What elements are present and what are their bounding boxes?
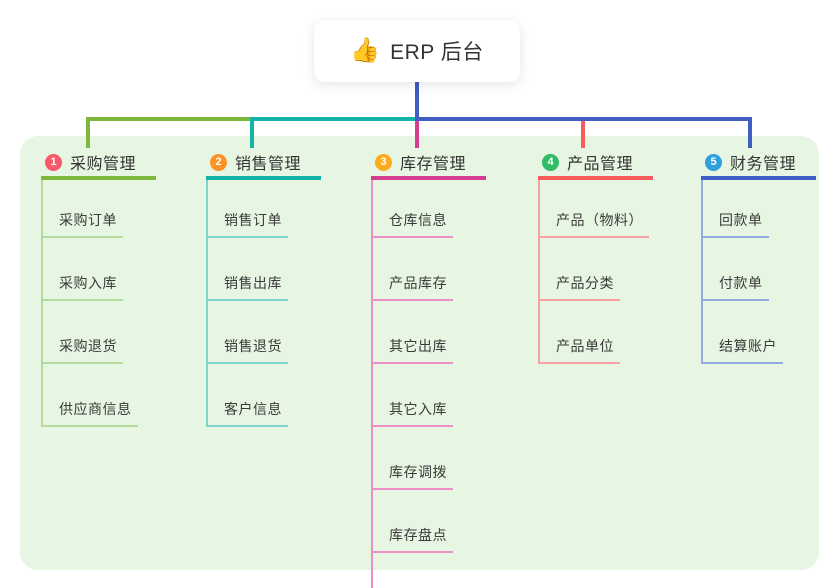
node-purchase-return[interactable]: 采购退货 xyxy=(43,301,123,364)
node-purchase-inbound[interactable]: 采购入库 xyxy=(43,238,123,301)
node-product-material[interactable]: 产品（物料） xyxy=(540,180,649,238)
branch-purchase: 1 采购管理 采购订单 采购入库 采购退货 供应商信息 xyxy=(41,148,157,427)
node-other-outbound[interactable]: 其它出库 xyxy=(373,301,453,364)
node-payment-bill[interactable]: 付款单 xyxy=(703,238,769,301)
branch-purchase-header[interactable]: 1 采购管理 xyxy=(41,148,157,180)
node-receipt-bill[interactable]: 回款单 xyxy=(703,180,769,238)
branch-inventory-items: 仓库信息 产品库存 其它出库 其它入库 库存调拨 库存盘点 出库库明细 xyxy=(371,180,468,588)
node-stock-taking[interactable]: 库存盘点 xyxy=(373,490,453,553)
branch-purchase-label: 采购管理 xyxy=(70,156,137,173)
badge-5: 5 xyxy=(705,153,722,171)
branch-product-label: 产品管理 xyxy=(567,156,634,173)
node-stock-transfer[interactable]: 库存调拨 xyxy=(373,427,453,490)
branches-background-panel xyxy=(20,136,819,570)
node-purchase-order[interactable]: 采购订单 xyxy=(43,180,123,238)
connector-drop-product xyxy=(581,121,585,148)
badge-3: 3 xyxy=(375,153,392,171)
connector-rail-sales xyxy=(250,117,417,121)
node-sales-return[interactable]: 销售退货 xyxy=(208,301,288,364)
node-outbound-detail[interactable]: 出库库明细 xyxy=(373,553,468,588)
branch-finance-header[interactable]: 5 财务管理 xyxy=(701,148,817,180)
connector-drop-inventory xyxy=(415,121,419,148)
connector-root-drop xyxy=(415,82,419,119)
branch-finance: 5 财务管理 回款单 付款单 结算账户 xyxy=(701,148,817,364)
node-product-unit[interactable]: 产品单位 xyxy=(540,301,620,364)
connector-drop-purchase xyxy=(86,117,90,148)
root-title: ERP 后台 xyxy=(390,41,484,64)
badge-1: 1 xyxy=(45,153,62,171)
node-supplier-info[interactable]: 供应商信息 xyxy=(43,364,138,427)
node-product-category[interactable]: 产品分类 xyxy=(540,238,620,301)
branch-sales: 2 销售管理 销售订单 销售出库 销售退货 客户信息 xyxy=(206,148,322,427)
branch-inventory-label: 库存管理 xyxy=(400,156,467,173)
node-sales-outbound[interactable]: 销售出库 xyxy=(208,238,288,301)
node-settlement-account[interactable]: 结算账户 xyxy=(703,301,783,364)
branch-purchase-items: 采购订单 采购入库 采购退货 供应商信息 xyxy=(41,180,138,427)
branch-sales-items: 销售订单 销售出库 销售退货 客户信息 xyxy=(206,180,288,427)
branch-product-items: 产品（物料） 产品分类 产品单位 xyxy=(538,180,649,364)
node-product-stock[interactable]: 产品库存 xyxy=(373,238,453,301)
branch-sales-label: 销售管理 xyxy=(235,156,302,173)
node-warehouse-info[interactable]: 仓库信息 xyxy=(373,180,453,238)
branch-product-header[interactable]: 4 产品管理 xyxy=(538,148,654,180)
branch-inventory-header[interactable]: 3 库存管理 xyxy=(371,148,487,180)
connector-rail-finance xyxy=(415,117,752,121)
root-node[interactable]: 👍 ERP 后台 xyxy=(314,20,520,82)
branch-finance-label: 财务管理 xyxy=(730,156,797,173)
connector-rail-purchase xyxy=(86,117,254,121)
node-customer-info[interactable]: 客户信息 xyxy=(208,364,288,427)
node-sales-order[interactable]: 销售订单 xyxy=(208,180,288,238)
branch-inventory: 3 库存管理 仓库信息 产品库存 其它出库 其它入库 库存调拨 库存盘点 出库库… xyxy=(371,148,487,588)
thumbs-up-icon: 👍 xyxy=(350,37,381,64)
branch-sales-header[interactable]: 2 销售管理 xyxy=(206,148,322,180)
branch-finance-items: 回款单 付款单 结算账户 xyxy=(701,180,783,364)
badge-2: 2 xyxy=(210,153,227,171)
node-other-inbound[interactable]: 其它入库 xyxy=(373,364,453,427)
connector-drop-finance xyxy=(748,117,752,148)
branch-product: 4 产品管理 产品（物料） 产品分类 产品单位 xyxy=(538,148,654,364)
badge-4: 4 xyxy=(542,153,559,171)
connector-drop-sales xyxy=(250,117,254,148)
